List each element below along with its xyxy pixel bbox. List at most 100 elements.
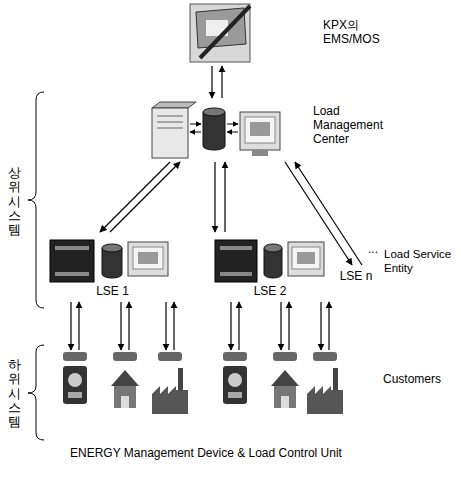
flow-arrow: [238, 302, 239, 350]
house-icon: [274, 386, 296, 408]
meter-icon: [228, 392, 242, 398]
lmc-server-icon: [157, 122, 183, 123]
house-icon: [121, 396, 129, 408]
lse-monitor-icon: [297, 252, 315, 264]
meter-icon: [223, 352, 247, 361]
house-icon: [281, 396, 289, 408]
factory-icon: [152, 386, 188, 414]
flow-arrow: [120, 302, 121, 350]
system-level-label: 하위시스템: [8, 358, 21, 429]
lse-monitor-icon: [288, 242, 324, 276]
factory-icon: [158, 352, 182, 361]
factory-icon: [313, 352, 337, 361]
node-label: Load Management Center: [313, 104, 397, 146]
flow-arrow: [100, 162, 170, 232]
upper-system-bracket: [28, 92, 44, 308]
node-label: Customers: [383, 372, 453, 386]
tier-label: Load Service Entity: [384, 247, 456, 275]
lse-server-icon: [215, 240, 257, 282]
kpx-terminal-illustration: [190, 4, 250, 62]
lmc-database-icon: [203, 108, 225, 116]
house-icon: [271, 370, 299, 386]
lse-database-icon: [264, 244, 282, 252]
lmc-internal-arrows: [190, 132, 201, 133]
lmc-monitor-icon: [250, 122, 270, 136]
flow-arrow: [288, 302, 289, 350]
meter-icon: [63, 352, 87, 361]
lse-server-icon: [55, 272, 89, 276]
flow-arrow: [285, 162, 352, 265]
flow-arrow: [173, 302, 174, 350]
customers-group: Customers: [55, 350, 455, 420]
flow-arrow: [78, 302, 79, 350]
lse-monitor-icon: [292, 247, 320, 269]
lse-server-icon: [55, 246, 89, 250]
factory-icon: [152, 352, 188, 414]
kpx-ems-node: KPX의 EMS/MOS: [175, 4, 455, 66]
lse-database-icon: [102, 244, 122, 278]
lse-node: LSE 1: [45, 232, 180, 302]
flow-arrow: [280, 302, 281, 350]
lse-node: LSE n: [335, 265, 377, 287]
lmc-database-icon: [203, 112, 225, 150]
node-label: LSE n: [335, 269, 377, 283]
lmc-monitor-icon: [240, 112, 280, 150]
lmc-internal-arrows: [190, 124, 238, 132]
house-icon: [113, 352, 137, 361]
lse-server-icon: [50, 240, 94, 282]
footer-label: ENERGY Management Device & Load Control …: [70, 446, 342, 460]
node-label: LSE 2: [210, 284, 330, 298]
lmc-internal-arrows: [190, 124, 201, 125]
meter-icon: [228, 373, 242, 387]
flow-arrow: [295, 162, 362, 265]
lmc-database-icon: [203, 108, 225, 150]
lse-node: LSE 2: [210, 232, 330, 302]
lse-server-icon: [220, 246, 252, 250]
load-management-center: Load Management Center: [145, 98, 455, 162]
meter-icon: [68, 373, 82, 387]
kpx-terminal-illustration: [196, 8, 246, 48]
lmc-server-icon: [157, 128, 183, 129]
flow-arrow: [224, 162, 225, 232]
lmc-internal-arrows: [227, 132, 238, 133]
lmc-monitor-icon: [252, 150, 268, 156]
lse-monitor-icon: [128, 242, 168, 276]
flow-arrow: [221, 66, 222, 98]
lmc-server-icon: [157, 116, 183, 117]
meter-icon: [223, 366, 247, 404]
flow-arrow: [230, 302, 231, 350]
flow-arrow: [214, 162, 215, 232]
lse-monitor-icon: [288, 242, 324, 276]
lse-monitor-icon: [138, 252, 158, 264]
flow-arrow: [320, 302, 321, 350]
flow-arrow: [328, 302, 329, 350]
lmc-server-icon: [152, 102, 196, 158]
ellipsis-mark: ...: [368, 242, 378, 256]
lse-server-icon: [50, 240, 94, 282]
flow-arrow: [110, 162, 180, 232]
flow-arrow: [165, 302, 166, 350]
meter-icon: [63, 366, 87, 404]
house-icon: [114, 386, 136, 408]
flow-arrow: [70, 302, 71, 350]
house-icon: [271, 352, 299, 408]
flow-arrow: [211, 66, 212, 98]
lse-database-icon: [102, 244, 122, 252]
lse-monitor-icon: [133, 247, 163, 269]
lmc-internal-arrows: [227, 124, 238, 125]
factory-icon: [307, 386, 343, 414]
lmc-monitor-icon: [245, 117, 275, 143]
lmc-server-icon: [152, 102, 196, 108]
lmc-server-icon: [152, 108, 188, 158]
meter-icon: [63, 352, 87, 404]
lse-server-icon: [220, 272, 252, 276]
factory-icon: [307, 352, 343, 414]
meter-icon: [223, 352, 247, 404]
factory-icon: [333, 368, 338, 390]
house-icon: [273, 352, 297, 361]
lower-system-bracket: [28, 345, 44, 440]
lmc-monitor-icon: [240, 112, 280, 156]
